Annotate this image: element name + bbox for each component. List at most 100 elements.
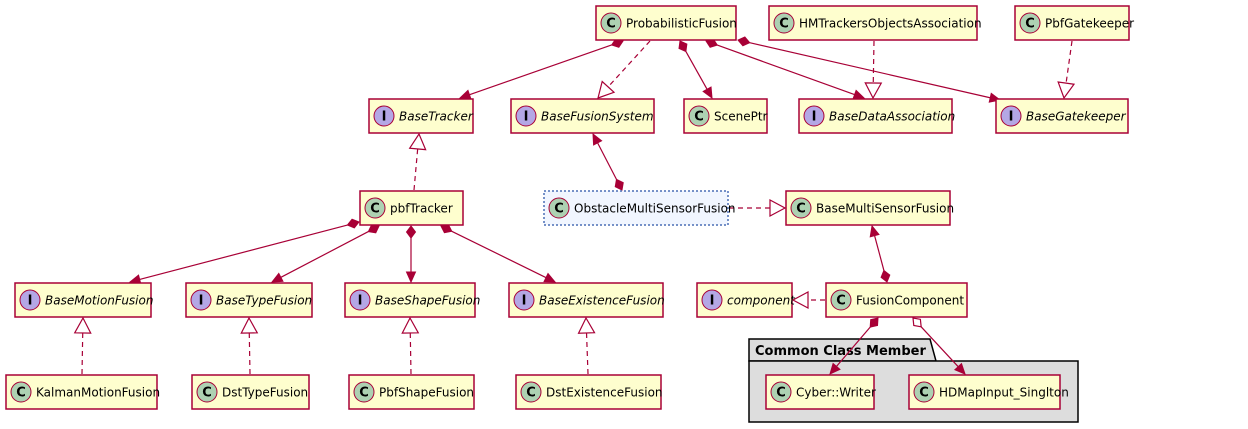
realization-line (413, 148, 419, 191)
association-arrowhead (702, 86, 713, 100)
interface-box (508, 282, 664, 318)
edge-dsttype-type (240, 316, 259, 375)
edge-pf-basefusionsystem (597, 40, 651, 99)
association-arrowhead (829, 362, 841, 375)
edge-pg-basegatekeeper (1057, 40, 1076, 100)
node-label: PbfGatekeeper (1045, 17, 1134, 31)
edge-pbftracker-type (270, 224, 380, 283)
node-label: component (727, 294, 796, 308)
realization-line (248, 332, 251, 375)
kind-letter: C (779, 17, 789, 32)
realization-arrowhead (864, 82, 883, 100)
class-icon (353, 381, 375, 403)
edge-omsf-basemsf (729, 199, 787, 217)
kind-letter: C (919, 386, 929, 401)
composition-diamond (737, 36, 751, 47)
kind-letter: C (606, 17, 616, 32)
association-arrowhead (270, 272, 284, 283)
class-icon (10, 381, 32, 403)
node-label: pbfTracker (390, 202, 453, 216)
node-baseFusionSystem[interactable]: I BaseFusionSystem (510, 98, 655, 134)
node-label: BaseFusionSystem (541, 110, 654, 124)
realization-line (1065, 40, 1073, 84)
composition-line (749, 42, 992, 99)
node-label: HDMapInput_Singlton (939, 386, 1069, 400)
edge-pbftracker-basetracker (408, 132, 427, 191)
association-arrowhead (458, 89, 472, 100)
interface-icon (19, 289, 41, 311)
node-label: BaseDataAssociation (829, 110, 955, 124)
composition-line (451, 230, 548, 279)
edge-pbfshape-shape (401, 316, 420, 375)
node-baseExistenceFusion[interactable]: I BaseExistenceFusion (508, 282, 665, 318)
realization-arrowhead (597, 80, 616, 99)
realization-line (872, 40, 875, 84)
kind-letter: C (526, 386, 536, 401)
association-arrowhead (852, 89, 866, 100)
association-arrowhead (869, 224, 880, 238)
node-label: BaseTypeFusion (216, 294, 312, 308)
class-box (595, 5, 737, 41)
class-icon (548, 197, 570, 219)
composition-diamond (880, 269, 891, 283)
kind-letter: I (524, 110, 529, 125)
interface-icon (1000, 105, 1022, 127)
aggregation-diamond (912, 317, 922, 328)
class-box (768, 5, 978, 41)
node-label: BaseTracker (399, 110, 474, 124)
edge-pbftracker-shape (405, 225, 417, 284)
edge-fc-cyberwriter (829, 317, 879, 375)
kind-letter: I (522, 294, 527, 309)
edge-hm-basedataassociation (864, 40, 883, 100)
node-dstExistenceFusion[interactable]: C DstExistenceFusion (515, 374, 663, 410)
composition-diamond (346, 218, 360, 229)
edge-pf-basedataassociation (705, 38, 866, 100)
interface-icon (190, 289, 212, 311)
node-hdMapInput[interactable]: C HDMapInput_Singlton (908, 374, 1069, 410)
edge-pbftracker-motion (128, 218, 360, 285)
node-label: ProbabilisticFusion (626, 17, 737, 31)
node-label: KalmanMotionFusion (36, 386, 160, 400)
kind-letter: C (694, 110, 704, 125)
edge-dstexist-existence (577, 316, 596, 375)
class-icon (773, 12, 795, 34)
composition-line (873, 234, 885, 271)
node-label: BaseExistenceFusion (539, 294, 665, 308)
realization-arrowhead (408, 132, 427, 151)
class-box (543, 190, 729, 226)
node-label: DstExistenceFusion (546, 386, 663, 400)
class-icon (790, 197, 812, 219)
kind-letter: C (836, 294, 846, 309)
realization-arrowhead (791, 291, 809, 309)
interface-icon (701, 289, 723, 311)
class-icon (913, 381, 935, 403)
association-arrowhead (543, 272, 557, 283)
composition-line (138, 224, 348, 281)
composition-line (468, 44, 612, 96)
node-label: ObstacleMultiSensorFusion (574, 202, 736, 216)
realization-arrowhead (401, 316, 420, 334)
kind-letter: I (710, 294, 715, 309)
node-probabilisticFusion[interactable]: C ProbabilisticFusion (595, 5, 737, 41)
realization-arrowhead (73, 316, 92, 334)
edge-pf-basegatekeeper (737, 36, 1002, 103)
realization-arrowhead (769, 199, 787, 217)
